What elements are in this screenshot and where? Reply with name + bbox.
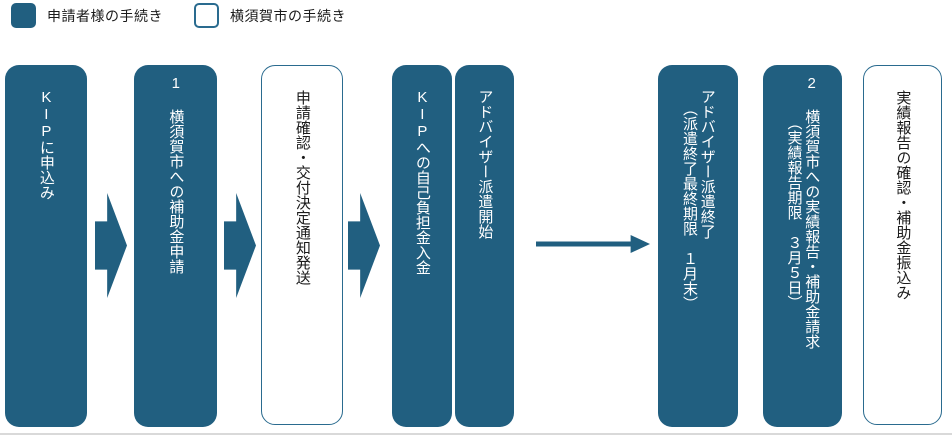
legend: 申請者様の手続き 横須賀市の手続き xyxy=(11,3,346,28)
step-label-main: 2 横須賀市への実績報告・補助金請求 xyxy=(803,75,821,349)
step-label: 実績報告の確認・補助金振込み xyxy=(894,90,912,300)
step-subsidy-application-text: 1 横須賀市への補助金申請 xyxy=(167,65,185,427)
step-label: 申請確認・交付決定通知発送 xyxy=(293,90,311,285)
step-label: KIPへの自己負担金入金 xyxy=(413,89,431,275)
step-kip-apply-text: KIPに申込み xyxy=(37,65,55,427)
step-kip-apply: KIPに申込み xyxy=(5,65,87,427)
step-dispatch-start-text: アドバイザー派遣開始 xyxy=(476,65,494,427)
step-report-confirm-text: 実績報告の確認・補助金振込み xyxy=(894,66,912,424)
legend-applicant-label: 申請者様の手続き xyxy=(47,7,163,24)
right-arrow-icon xyxy=(224,193,256,298)
step-label: 1 横須賀市への補助金申請 xyxy=(167,75,185,274)
step-result-report-text: 2 横須賀市への実績報告・補助金請求 （実績報告期限 ３月５日） xyxy=(785,65,821,427)
step-advisor-dispatch-start: アドバイザー派遣開始 xyxy=(455,65,514,427)
step-self-payment-to-kip: KIPへの自己負担金入金 xyxy=(392,65,452,427)
right-arrow-icon xyxy=(348,193,380,298)
legend-city-label: 横須賀市の手続き xyxy=(230,7,346,24)
step-label: KIPに申込み xyxy=(37,89,55,200)
step-report-confirm-payout: 実績報告の確認・補助金振込み xyxy=(863,65,942,425)
applicant-swatch-icon xyxy=(11,3,36,28)
long-right-arrow-icon xyxy=(536,235,650,253)
step-dispatch-end-text: アドバイザー派遣終了 （派遣終了最終期限 １月末） xyxy=(680,65,716,427)
bottom-divider xyxy=(0,433,952,435)
step-label: アドバイザー派遣開始 xyxy=(476,89,494,239)
step-label-deadline: （派遣終了最終期限 １月末） xyxy=(681,101,698,311)
step-label-main: アドバイザー派遣終了 xyxy=(698,89,716,239)
legend-item-city: 横須賀市の手続き xyxy=(194,3,346,28)
city-swatch-icon xyxy=(194,3,219,28)
step-confirm-and-notice-text: 申請確認・交付決定通知発送 xyxy=(293,66,311,424)
step-subsidy-application: 1 横須賀市への補助金申請 xyxy=(134,65,217,427)
step-advisor-dispatch-end: アドバイザー派遣終了 （派遣終了最終期限 １月末） xyxy=(658,65,738,427)
step-confirm-and-notice: 申請確認・交付決定通知発送 xyxy=(261,65,343,425)
step-label-deadline: （実績報告期限 ３月５日） xyxy=(785,115,803,310)
right-arrow-icon xyxy=(95,193,127,298)
step-result-report-request: 2 横須賀市への実績報告・補助金請求 （実績報告期限 ３月５日） xyxy=(763,65,842,427)
step-self-payment-text: KIPへの自己負担金入金 xyxy=(413,65,431,427)
legend-item-applicant: 申請者様の手続き xyxy=(11,3,163,28)
